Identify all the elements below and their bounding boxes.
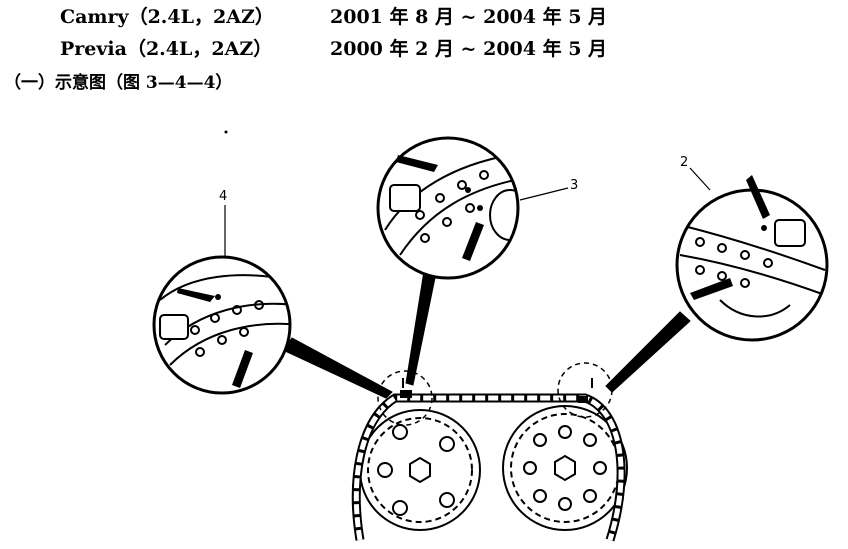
exhaust-sprocket [502,405,628,531]
model-previa: Previa（2.4L，2AZ） [60,38,273,60]
magnified-view-2 [675,175,829,342]
callout-4: 4 [219,189,227,204]
magnified-view-4 [152,255,292,395]
callout-leaders [224,167,711,258]
model-camry: Camry（2.4L，2AZ） [60,6,274,28]
callout-2: 2 [680,155,688,170]
intake-sprocket [359,409,481,531]
magnified-view-3 [376,136,520,280]
timing-marks [400,378,593,403]
callout-3: 3 [570,178,578,193]
leader-lines [282,264,691,399]
period-previa: 2000 年 2 月 ~ 2004 年 5 月 [330,38,608,60]
period-camry: 2001 年 8 月 ~ 2004 年 5 月 [330,6,608,28]
mark-highlights [377,362,613,426]
section-heading: （一）示意图（图 3—4—4） [4,73,233,93]
speck [224,130,228,134]
